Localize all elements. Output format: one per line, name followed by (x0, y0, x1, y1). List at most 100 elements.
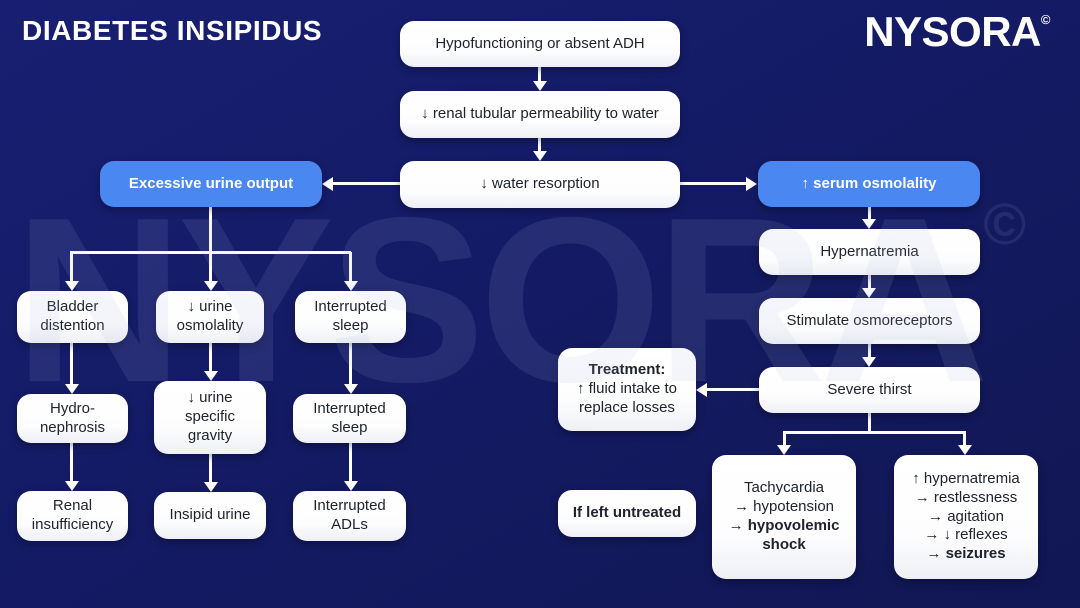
node-label: ↓ urine osmolality (176, 298, 244, 334)
connector-permeability-resorption-arrowhead (533, 151, 547, 161)
node-renal-insufficiency: Renal insufficiency (17, 491, 128, 541)
connector-resorption-excessive-line (333, 182, 400, 185)
watermark-copyright: © (983, 192, 1026, 257)
node-label: Severe thirst (827, 380, 912, 398)
tachycardia-line2: → hypotension (733, 498, 835, 516)
node-water-resorption: ↓ water resorption (400, 161, 680, 208)
node-label: Hypofunctioning or absent ADH (435, 34, 645, 52)
node-label: Interrupted sleep (313, 399, 386, 436)
symptoms-line3: → agitation (928, 507, 1004, 525)
tachycardia-line3-prefix: → (728, 517, 748, 534)
node-label: Stimulate osmoreceptors (786, 311, 953, 329)
node-label: Treatment:↑ fluid intake to replace loss… (566, 361, 688, 418)
node-serum-osmolality: ↑ serum osmolality (758, 161, 980, 207)
connector-sleep1-sleep2-line (349, 343, 352, 384)
node-severe-thirst: Severe thirst (759, 367, 980, 413)
connector-osmoreceptors-thirst-line (868, 344, 871, 357)
connector-split-symptoms-arrowhead (958, 445, 972, 455)
connector-excessive-split-stem (209, 207, 212, 253)
node-interrupted-adls: Interrupted ADLs (293, 491, 406, 541)
node-hydronephrosis: Hydro-nephrosis (17, 394, 128, 443)
node-label: ↑ serum osmolality (801, 174, 937, 192)
connector-urineosm-sg-arrowhead (204, 371, 218, 381)
connector-sleep2-adls-arrowhead (344, 481, 358, 491)
connector-adh-permeability-arrowhead (533, 81, 547, 91)
connector-sleep1-sleep2-arrowhead (344, 384, 358, 394)
connector-thirst-split-bar (783, 431, 966, 434)
connector-hydro-renal-line (70, 443, 73, 481)
connector-bladder-hydro-line (70, 343, 73, 384)
connector-osmoreceptors-thirst-arrowhead (862, 357, 876, 367)
node-label: Insipid urine (169, 506, 251, 524)
node-urine-specific-gravity: ↓ urine specific gravity (154, 381, 266, 454)
node-label: Excessive urine output (128, 174, 294, 192)
node-if-left-untreated: If left untreated (558, 490, 696, 537)
treatment-body: ↑ fluid intake to replace losses (576, 380, 678, 416)
connector-split-sleep-line (349, 252, 352, 282)
node-treatment: Treatment:↑ fluid intake to replace loss… (558, 348, 696, 431)
node-hypofunctioning-adh: Hypofunctioning or absent ADH (400, 21, 680, 67)
node-label: Interrupted sleep (314, 298, 387, 334)
node-label: Tachycardia → hypotension → hypovolemic … (720, 479, 848, 555)
symptoms-line5: → seizures (912, 545, 1020, 564)
node-interrupted-sleep-2: Interrupted sleep (293, 394, 406, 443)
tachycardia-line3-bold: hypovolemic shock (747, 517, 840, 553)
connector-adh-permeability-line (538, 67, 541, 81)
node-interrupted-sleep-1: Interrupted sleep (295, 291, 406, 343)
tachycardia-line3: → hypovolemic shock (720, 517, 848, 555)
connector-hypernatremia-osmoreceptors-line (868, 275, 871, 288)
connector-sg-insipid-arrowhead (204, 482, 218, 492)
tachycardia-line1: Tachycardia (743, 479, 825, 497)
connector-hypernatremia-osmoreceptors-arrowhead (862, 288, 876, 298)
node-insipid-urine: Insipid urine (154, 492, 266, 539)
connector-resorption-serum-arrowhead (746, 177, 757, 191)
connector-split-tachycardia-arrowhead (777, 445, 791, 455)
connector-hydro-renal-arrowhead (65, 481, 79, 491)
node-excessive-urine-output: Excessive urine output (100, 161, 322, 207)
node-label: Hypernatremia (820, 242, 919, 260)
symptoms-line2: → restlessness (914, 488, 1018, 506)
connector-thirst-treatment-arrowhead (696, 383, 707, 397)
connector-split-sleep-arrowhead (344, 281, 358, 291)
node-label: ↓ urine specific gravity (184, 389, 236, 444)
connector-split-urineosm-line (209, 252, 212, 282)
treatment-heading: Treatment: (588, 361, 666, 379)
node-urine-osmolality: ↓ urine osmolality (156, 291, 264, 343)
connector-permeability-resorption-line (538, 138, 541, 151)
node-label: ↓ water resorption (480, 175, 600, 193)
connector-split-bladder-arrowhead (65, 281, 79, 291)
connector-serum-hypernatremia-line (868, 207, 871, 219)
node-label: ↑ hypernatremia → restlessness → agitati… (912, 470, 1020, 564)
node-bladder-distention: Bladder distention (17, 291, 128, 343)
connector-serum-hypernatremia-arrowhead (862, 219, 876, 229)
copyright-symbol: © (1040, 12, 1051, 27)
node-hypernatremia: Hypernatremia (759, 229, 980, 275)
page-title: DIABETES INSIPIDUS (22, 15, 323, 46)
connector-sleep2-adls-line (349, 443, 352, 481)
symptoms-line4: → ↓ reflexes (924, 526, 1008, 544)
connector-split-bladder-line (70, 252, 73, 282)
node-label: If left untreated (572, 504, 682, 522)
nysora-logo-text: NYSORA (864, 8, 1041, 55)
connector-split-symptoms-line (963, 432, 966, 446)
node-label-line2: nephrosis (39, 418, 106, 436)
connector-bladder-hydro-arrowhead (65, 384, 79, 394)
symptoms-line5-prefix: → (926, 545, 946, 563)
node-label-line1: Hydro- (49, 399, 95, 417)
node-label: Hydro-nephrosis (40, 400, 105, 438)
connector-split-tachycardia-line (783, 432, 786, 446)
connector-resorption-serum-line (680, 182, 746, 185)
node-label: ↓ renal tubular permeability to water (421, 105, 659, 123)
symptoms-line5-bold: seizures (945, 545, 1006, 563)
connector-sg-insipid-line (209, 454, 212, 482)
symptoms-line1: ↑ hypernatremia (912, 469, 1020, 487)
node-hypernatremia-symptoms: ↑ hypernatremia → restlessness → agitati… (894, 455, 1038, 579)
connector-thirst-treatment-line (707, 388, 759, 391)
connector-urineosm-sg-line (209, 343, 212, 371)
connector-split-urineosm-arrowhead (204, 281, 218, 291)
connector-resorption-excessive-arrowhead (322, 177, 333, 191)
node-label: Interrupted ADLs (313, 497, 386, 533)
node-label: Renal insufficiency (31, 497, 114, 533)
node-label: Bladder distention (40, 298, 105, 334)
